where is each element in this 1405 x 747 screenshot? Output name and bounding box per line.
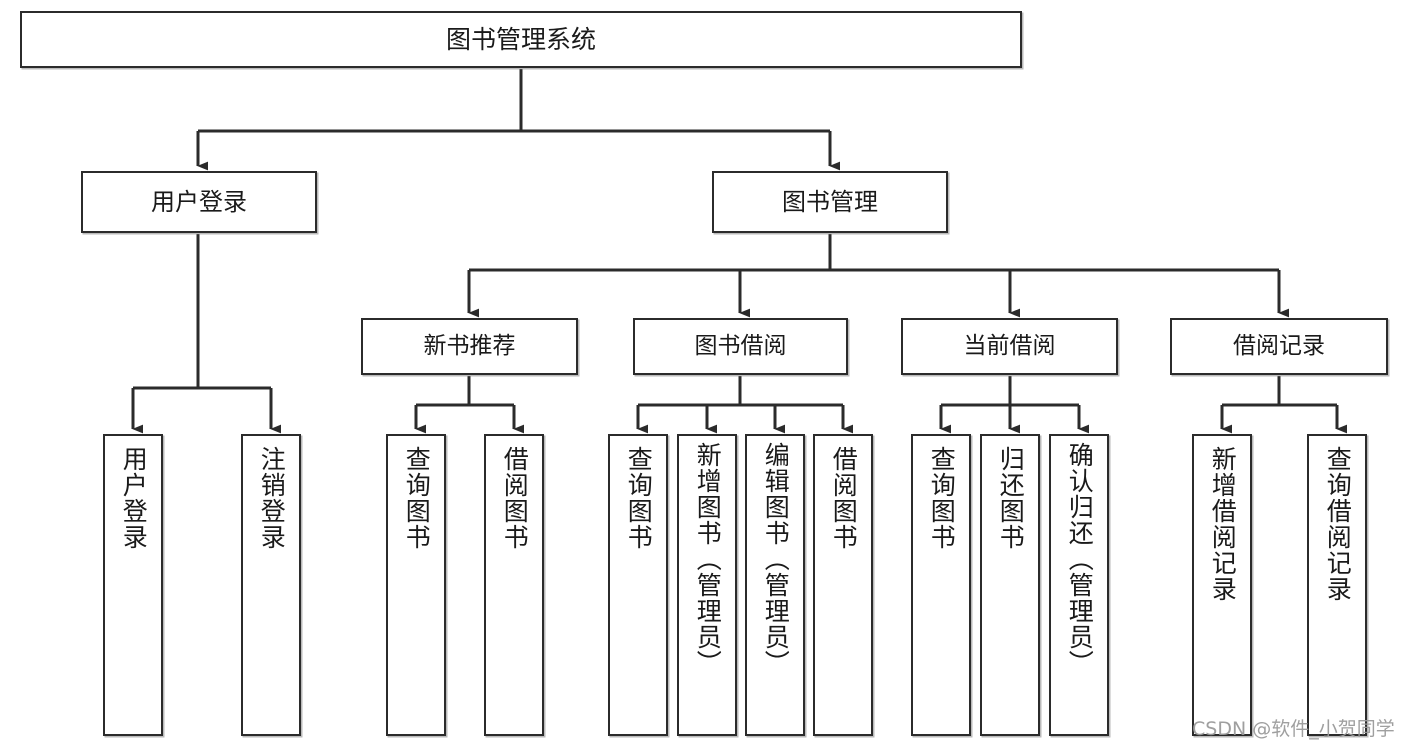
node-new-book-recommend[interactable]: 新书推荐 bbox=[361, 318, 578, 375]
leaf-new-book-query-book[interactable]: 查询图书 bbox=[386, 434, 446, 736]
node-label: 新增图书（管理员） bbox=[693, 442, 723, 676]
leaf-book-borrow-add-book-admin[interactable]: 新增图书（管理员） bbox=[677, 434, 737, 736]
node-label: 注销登录 bbox=[257, 446, 287, 550]
node-label: 图书借阅 bbox=[694, 332, 787, 359]
node-root-book-management-system[interactable]: 图书管理系统 bbox=[20, 11, 1022, 68]
leaf-book-borrow-edit-book-admin[interactable]: 编辑图书（管理员） bbox=[745, 434, 805, 736]
node-label: 查询借阅记录 bbox=[1323, 446, 1353, 602]
node-label: 新增借阅记录 bbox=[1208, 446, 1238, 602]
node-borrow-record[interactable]: 借阅记录 bbox=[1170, 318, 1388, 375]
leaf-current-borrow-confirm-return-admin[interactable]: 确认归还（管理员） bbox=[1049, 434, 1109, 736]
node-current-borrow[interactable]: 当前借阅 bbox=[901, 318, 1118, 375]
node-label: 借阅图书 bbox=[500, 446, 530, 550]
leaf-user-login-logout[interactable]: 注销登录 bbox=[241, 434, 301, 736]
leaf-book-borrow-query-book[interactable]: 查询图书 bbox=[608, 434, 668, 736]
node-label: 新书推荐 bbox=[423, 332, 516, 359]
node-label: 查询图书 bbox=[402, 446, 432, 550]
leaf-user-login-login[interactable]: 用户登录 bbox=[103, 434, 163, 736]
node-book-management[interactable]: 图书管理 bbox=[712, 171, 948, 233]
csdn-watermark: CSDN @软件_小贺同学 bbox=[1192, 718, 1395, 740]
leaf-current-borrow-query-book[interactable]: 查询图书 bbox=[911, 434, 971, 736]
node-label: 借阅图书 bbox=[829, 446, 859, 550]
node-book-borrow[interactable]: 图书借阅 bbox=[633, 318, 848, 375]
node-label: 图书管理 bbox=[782, 187, 878, 216]
leaf-borrow-record-add-record[interactable]: 新增借阅记录 bbox=[1192, 434, 1252, 736]
node-label: 查询图书 bbox=[927, 446, 957, 550]
leaf-borrow-record-query-record[interactable]: 查询借阅记录 bbox=[1307, 434, 1367, 736]
node-label: 图书管理系统 bbox=[445, 24, 596, 54]
node-label: 编辑图书（管理员） bbox=[761, 442, 791, 676]
node-label: 用户登录 bbox=[119, 446, 149, 550]
node-label: 借阅记录 bbox=[1233, 332, 1325, 359]
node-label: 确认归还（管理员） bbox=[1065, 442, 1095, 676]
node-label: 当前借阅 bbox=[963, 332, 1056, 359]
node-user-login[interactable]: 用户登录 bbox=[81, 171, 317, 233]
leaf-new-book-borrow-book[interactable]: 借阅图书 bbox=[484, 434, 544, 736]
node-label: 用户登录 bbox=[151, 187, 247, 216]
leaf-current-borrow-return-book[interactable]: 归还图书 bbox=[980, 434, 1040, 736]
leaf-book-borrow-borrow-book[interactable]: 借阅图书 bbox=[813, 434, 873, 736]
node-label: 查询图书 bbox=[624, 446, 654, 550]
node-label: 归还图书 bbox=[996, 446, 1026, 550]
